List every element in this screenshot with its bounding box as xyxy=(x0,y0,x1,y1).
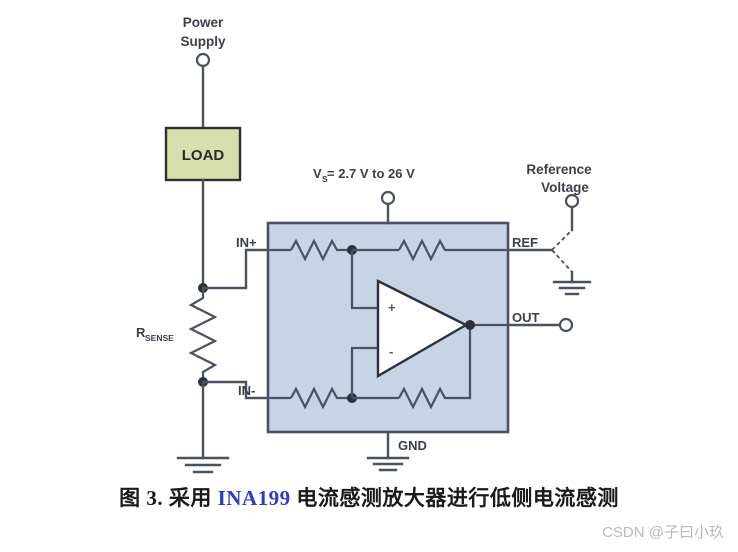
vs-supply-terminal xyxy=(380,190,396,206)
vs-supply-label: V S = 2.7 V to 26 V xyxy=(313,166,415,184)
out-terminal xyxy=(558,317,574,333)
csdn-watermark: CSDN @子曰小玖 xyxy=(602,524,724,541)
opamp-minus-input-wire xyxy=(350,346,378,398)
junction-dot-out xyxy=(465,320,475,330)
rsense-label-sub: SENSE xyxy=(145,333,174,343)
caption-prefix: 图 3. 采用 xyxy=(119,486,218,510)
reference-voltage-label-line2: Voltage xyxy=(541,180,589,195)
reference-voltage-terminal xyxy=(564,193,580,209)
power-supply-label-line2: Supply xyxy=(180,34,225,49)
opamp-minus-sign: - xyxy=(389,344,393,359)
load-label: LOAD xyxy=(182,147,225,164)
pin-label-ref: REF xyxy=(512,235,538,250)
power-supply-terminal xyxy=(195,52,211,68)
in-minus-wire xyxy=(201,380,270,400)
opamp-plus-sign: + xyxy=(388,300,396,315)
vs-label-range: = 2.7 V to 26 V xyxy=(327,166,415,181)
top-left-resistor xyxy=(290,238,352,262)
ground-symbol-rsense xyxy=(176,456,230,474)
figure-caption: 图 3. 采用 INA199 电流感测放大器进行低侧电流感测 xyxy=(0,482,738,512)
caption-chip-name: INA199 xyxy=(217,486,291,510)
power-supply-label-line1: Power xyxy=(183,15,224,30)
rsense-label-main: R xyxy=(136,325,146,340)
pin-label-in-minus: IN- xyxy=(238,383,255,398)
ground-symbol-ic xyxy=(366,456,410,472)
rsense-resistor xyxy=(188,288,218,382)
opamp-plus-input-wire xyxy=(350,250,378,310)
feedback-wire xyxy=(460,325,472,400)
ground-symbol-ref xyxy=(552,280,592,296)
pin-label-in-plus: IN+ xyxy=(236,235,257,250)
bottom-right-resistor xyxy=(398,386,460,410)
vs-label-main: V xyxy=(313,166,322,181)
vs-label-sub: S xyxy=(322,174,328,184)
top-right-resistor xyxy=(398,238,460,262)
rsense-label: R SENSE xyxy=(136,325,174,343)
ref-switch-blade-down xyxy=(551,249,573,273)
pin-label-gnd: GND xyxy=(398,438,427,453)
opamp-triangle xyxy=(376,279,469,379)
in-plus-wire xyxy=(201,248,270,290)
bottom-left-resistor xyxy=(290,386,352,410)
ref-switch-blade-up xyxy=(551,229,573,251)
pin-label-out: OUT xyxy=(512,310,540,325)
caption-suffix: 电流感测放大器进行低侧电流感测 xyxy=(290,486,619,510)
reference-voltage-label-line1: Reference xyxy=(526,162,592,177)
